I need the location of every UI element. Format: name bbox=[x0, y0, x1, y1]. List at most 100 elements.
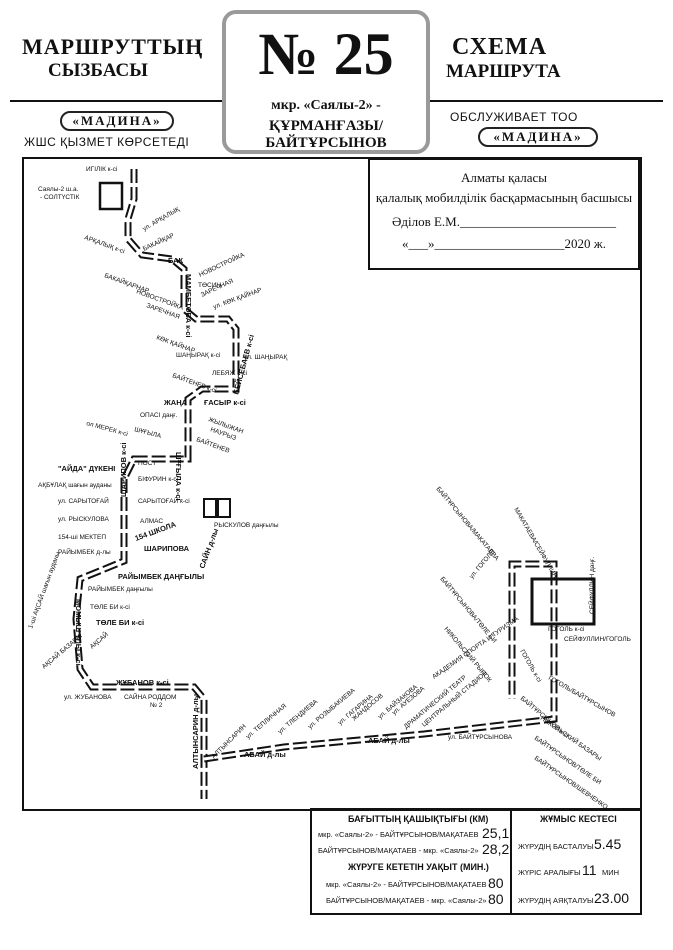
schedule-start-label: ЖҮРУДІҢ БАСТАЛУЫ bbox=[518, 842, 594, 851]
lbl-gogol: ул. ГОГОЛЯ bbox=[468, 548, 497, 580]
lbl-nikolsky-bazar: НИКОЛЬСКИЙ БАЗАРЫ bbox=[539, 713, 604, 762]
route-map: ИГІЛІК к-сі Саялы-2 ш.а. - СОЛТҮСТІК АРҚ… bbox=[22, 157, 642, 811]
lbl-shanyrak-right: ул. ШАҢЫРАҚ bbox=[244, 354, 287, 361]
lbl-raiymbek-dangyl2: РАЙЫМБЕК даңғылы bbox=[88, 584, 153, 593]
right-caption: ОБСЛУЖИВАЕТ ТОО bbox=[450, 110, 578, 124]
lbl-arkalyk-right: ул. АРҚАЛЫҚ bbox=[142, 206, 181, 233]
lbl-altynsarin: АЛТЫНСАРИН д-лы bbox=[191, 694, 200, 769]
lbl-sharipov: ШАРИПОВ к-сі bbox=[119, 442, 128, 497]
block-b bbox=[217, 498, 231, 518]
lbl-zhubanov-left: ул. ЖУБАНОВА bbox=[64, 694, 112, 701]
lbl-gogol-baitursynov: ГОГОЛЬ/БАЙТҰРСЫНОВ bbox=[547, 673, 617, 719]
terminal-makataev bbox=[530, 577, 596, 626]
lbl-almas: АЛМАС bbox=[140, 518, 163, 525]
lbl-aksai-left: 1-ші АҚСАЙ шағын ауданы bbox=[25, 550, 61, 630]
lbl-soltustik: - СОЛТҮСТІК bbox=[40, 194, 80, 201]
schedule-start-value: 5.45 bbox=[594, 836, 622, 852]
distance-row-1-value: 25,1 bbox=[482, 825, 510, 841]
travel-row-2-label: БАЙТҰРСЫНОВ/МАҚАТАЕВ - мкр. «Саялы-2» bbox=[326, 896, 487, 905]
lbl-aida: "АЙДА" ДҮКЕНІ bbox=[58, 464, 115, 473]
schedule-title: ЖҰМЫС КЕСТЕСІ bbox=[540, 814, 617, 824]
lbl-bak: БАК bbox=[168, 256, 184, 265]
lbl-novostroika-right: НОВОСТРОЙКА bbox=[197, 249, 246, 278]
header-right-line2: МАРШРУТА bbox=[446, 61, 561, 82]
lbl-school154-left: 154-ші МЕКТЕП bbox=[58, 533, 106, 541]
route-line-inner bbox=[74, 169, 238, 799]
travel-title: ЖҮРУГЕ КЕТЕТІН УАҚЫТ (МИН.) bbox=[348, 862, 489, 872]
lbl-gasyr: ҒАСЫР к-сі bbox=[204, 398, 246, 407]
schedule-interval-unit: МИН bbox=[602, 868, 620, 877]
lbl-tosin: ТӨСИН bbox=[198, 282, 221, 289]
lbl-momysh-uly: МОМЫШ ҰЛЫ к-сі bbox=[74, 599, 83, 666]
terminal-sayaly bbox=[98, 181, 124, 211]
lbl-sarytogai-left: ул. САРЫТОҒАЙ bbox=[58, 496, 109, 505]
lbl-raiymbek-ksi: РАЙЫМБЕК д-лы bbox=[58, 547, 111, 556]
lbl-zhana: ЖАҢА bbox=[163, 398, 188, 407]
lbl-sarytogai-right: САРЫТОҒАЙ к-сі bbox=[138, 496, 190, 505]
schedule-end-value: 23.00 bbox=[594, 890, 630, 906]
header-left-line1: МАРШРУТТЫҢ bbox=[22, 34, 204, 59]
lbl-gogol-k: ГОГОЛЬ к-сі bbox=[518, 648, 543, 684]
travel-row-2-value: 80 bbox=[488, 891, 504, 907]
lbl-shugyla: ШҰҒЫЛА bbox=[133, 426, 162, 440]
lbl-tole-bi: ТӨЛЕ БИ к-сі bbox=[96, 618, 144, 627]
lbl-saina: САЙНА bbox=[124, 692, 147, 701]
route-subtitle-1: мкр. «Саялы-2» - bbox=[271, 98, 381, 113]
approval-box: Алматы қаласы қалалық мобилділік басқарм… bbox=[368, 158, 640, 270]
lbl-shugyla-ksi: ШҰҒЫЛА к-сі bbox=[174, 452, 183, 501]
travel-row-1-value: 80 bbox=[488, 875, 504, 891]
lbl-sain: САЙН д-лы bbox=[197, 527, 220, 570]
lbl-opasi: ОПАСІ даңғ. bbox=[140, 412, 178, 419]
lbl-abai: АБАЙ д-лы bbox=[244, 750, 286, 759]
route-map-svg: ИГІЛІК к-сі Саялы-2 ш.а. - СОЛТҮСТІК АРҚ… bbox=[25, 165, 631, 811]
approval-line1: Алматы қаласы bbox=[460, 170, 548, 185]
lbl-baitursynov-bottom: ул. БАЙТҰРСЫНОВА bbox=[448, 732, 513, 741]
lbl-ryskulov-right: РЫСКУЛОВ даңғылы bbox=[214, 522, 279, 529]
lbl-academy: АКАДЕМИЯ СПОРТА И ТУРИЗМА bbox=[431, 615, 520, 681]
route-subtitle-2: ҚҰРМАНҒАЗЫ/БАЙТҰРСЫНОВ bbox=[265, 118, 387, 151]
schedule-end-label: ЖҮРУДІҢ АЯҚТАЛУЫ bbox=[518, 896, 594, 905]
lbl-central-stadium: ЦЕНТРАЛЬНЫЙ СТАДИОН bbox=[420, 668, 490, 729]
lbl-akbulak: АҚБҰЛАҚ шағын ауданы bbox=[38, 482, 112, 489]
lbl-post: ПОСТ bbox=[138, 460, 156, 467]
left-caption: ЖШС ҚЫЗМЕТ КӨРСЕТЕДІ bbox=[24, 135, 190, 149]
distance-row-2-label: БАЙТҰРСЫНОВ/МАҚАТАЕВ - мкр. «Саялы-2» bbox=[318, 846, 479, 855]
lbl-roddom-num: № 2 bbox=[150, 702, 163, 709]
lbl-sayaly: Саялы-2 ш.а. bbox=[38, 186, 79, 193]
info-panel: БАҒЫТТЫҢ ҚАШЫҚТЫҒЫ (КМ) мкр. «Саялы-2» -… bbox=[310, 808, 642, 915]
left-badge: «МАДИНА» bbox=[60, 111, 174, 131]
header-left-line2: СЫЗБАСЫ bbox=[48, 60, 148, 81]
approval-line3: Әділов Е.М.________________________ bbox=[392, 214, 616, 229]
distance-row-1-label: мкр. «Саялы-2» - БАЙТҰРСЫНОВ/МАҚАТАЕВ bbox=[318, 830, 479, 839]
lbl-raiymbek-dangyl: РАЙЫМБЕК ДАҢҒЫЛЫ bbox=[118, 572, 204, 581]
lbl-makataeva: МАКАТАЕВА/СЕЙФУЛЛИНА bbox=[512, 506, 562, 584]
travel-row-1-label: мкр. «Саялы-2» - БАЙТҰРСЫНОВ/МАҚАТАЕВ bbox=[326, 880, 487, 889]
lbl-zhubanov: ЖҰБАНОВ к-сі bbox=[115, 678, 169, 687]
lbl-igilik: ИГІЛІК к-сі bbox=[86, 165, 117, 173]
block-a bbox=[203, 498, 217, 518]
lbl-ryskulova-left: ул. РЫСКУЛОВА bbox=[58, 516, 110, 523]
lbl-sharipova: ШАРИПОВА bbox=[144, 544, 190, 553]
lbl-gogol-ksi: ГОГОЛЬ к-сі bbox=[548, 625, 584, 633]
lbl-arkalyk-left: АРҚАЛЫҚ к-сі bbox=[83, 233, 125, 255]
schedule-interval-label: ЖҮРІС АРАЛЫҒЫ bbox=[518, 868, 581, 877]
lbl-baitenev: БАЙТЕНЕВ к-сі bbox=[171, 370, 218, 394]
lbl-seifullin: СЕЙФУЛЛИН даңғ. bbox=[587, 557, 596, 614]
lbl-bakaikhar-top: БАКАЙҚАР bbox=[141, 230, 175, 252]
lbl-mambetova: МАМБЕТОВА к-сі bbox=[184, 274, 193, 338]
distance-row-2-value: 28,2 bbox=[482, 841, 510, 857]
distance-title: БАҒЫТТЫҢ ҚАШЫҚТЫҒЫ (КМ) bbox=[348, 814, 489, 824]
lbl-abai2: АБАЙ д-лы bbox=[368, 736, 410, 745]
approval-line2: қалалық мобилділік басқармасының басшысы bbox=[375, 190, 633, 205]
lbl-bifurim: БІФУРИН к-сі bbox=[138, 475, 178, 483]
lbl-roddom: РОДДОМ bbox=[148, 694, 176, 701]
lbl-rozybakiev: ул. РОЗЫБАКИЕВА bbox=[307, 687, 357, 731]
route-line-east-inner bbox=[203, 562, 556, 761]
approval-line4: «___»____________________2020 ж. bbox=[402, 236, 606, 251]
info-divider bbox=[510, 810, 512, 913]
route-number: № 25 bbox=[258, 21, 394, 87]
lbl-lebyazh: ЛЕБЯЖ к-сі bbox=[212, 369, 247, 377]
lbl-seifullin-gogol: СЕЙФУЛЛИН/ГОГОЛЬ bbox=[564, 634, 631, 643]
lbl-shanyrak-left: ШАҢЫРАҚ к-сі bbox=[176, 351, 220, 359]
lbl-tole-bi-top: ТӨЛЕ БИ к-сі bbox=[90, 603, 130, 611]
